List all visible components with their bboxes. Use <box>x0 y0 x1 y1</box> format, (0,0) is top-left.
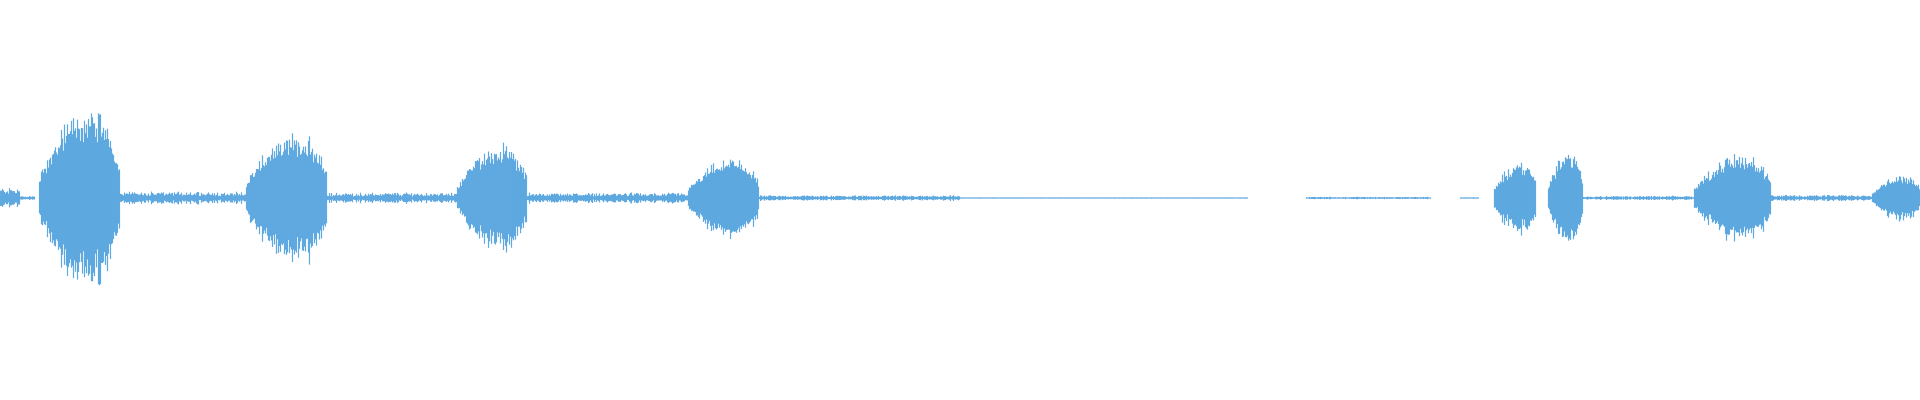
waveform-bars <box>0 113 1920 286</box>
